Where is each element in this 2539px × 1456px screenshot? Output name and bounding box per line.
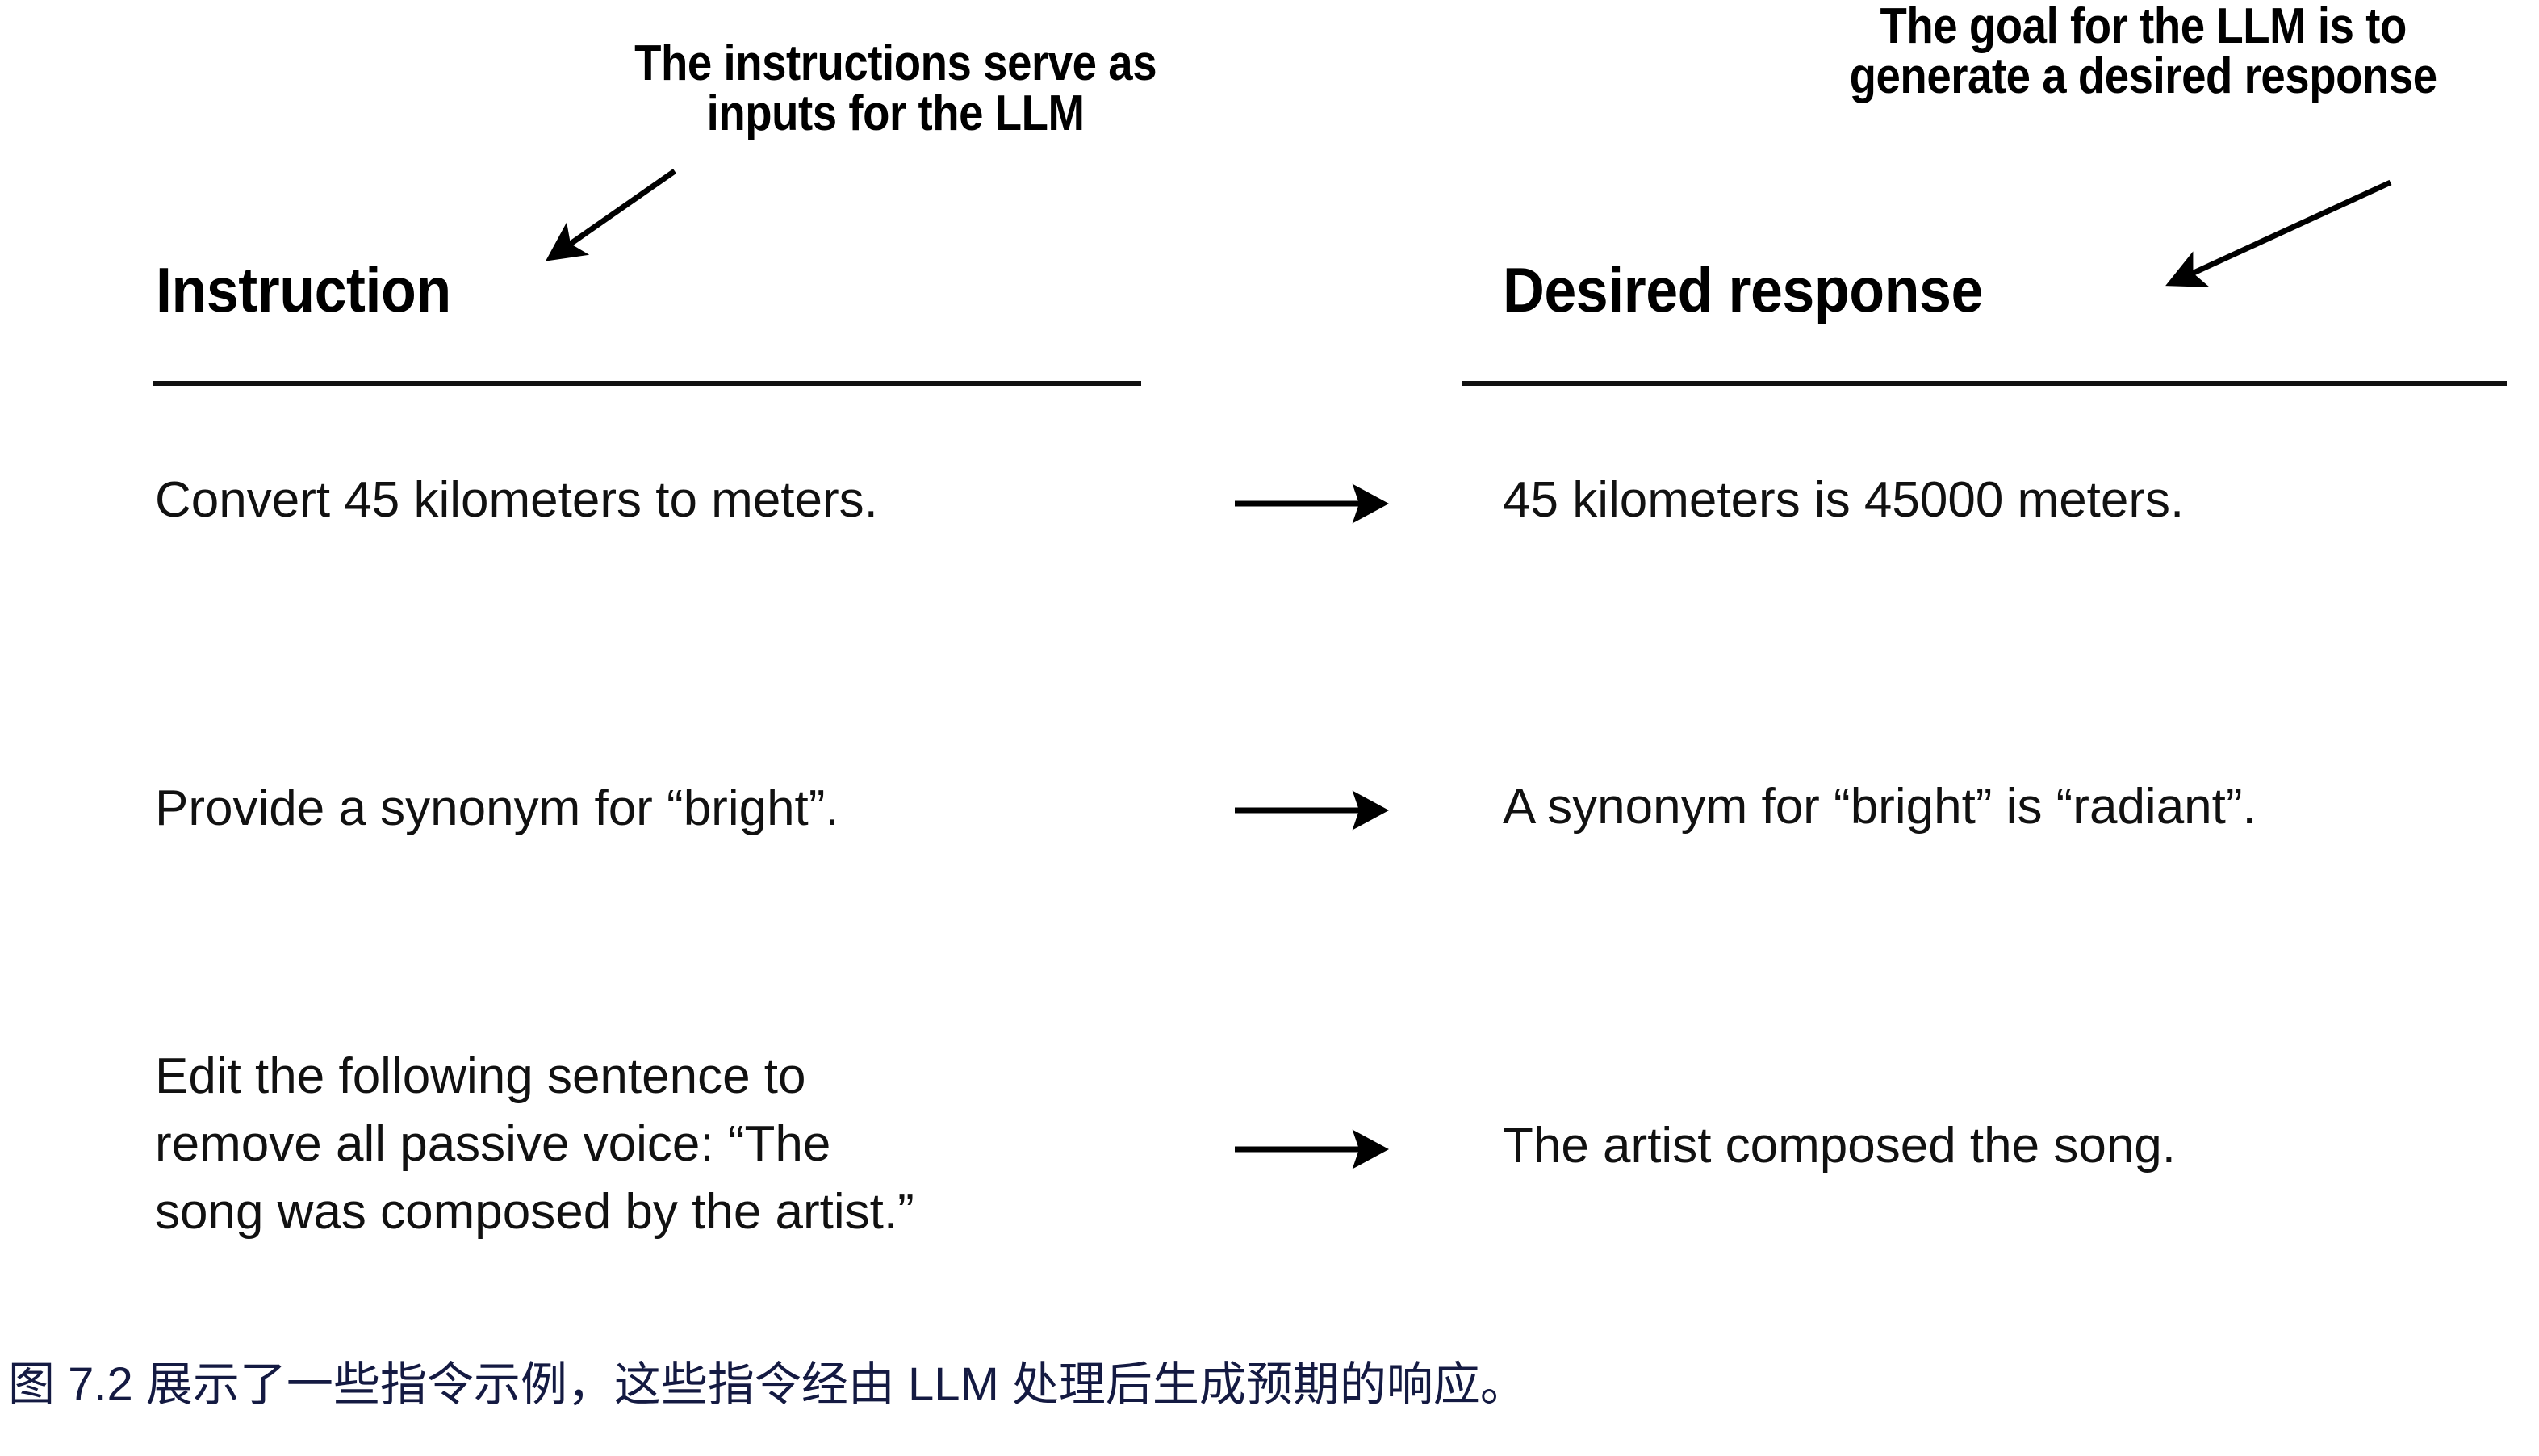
divider-instruction bbox=[153, 381, 1141, 386]
figure-caption: 图 7.2 展示了一些指令示例，这些指令经由 LLM 处理后生成预期的响应。 bbox=[8, 1358, 1527, 1411]
response-cell-1: 45 kilometers is 45000 meters. bbox=[1503, 472, 2185, 528]
callout-arrow-right-icon bbox=[2165, 179, 2392, 287]
response-cell-2: A synonym for “bright” is “radiant”. bbox=[1503, 779, 2257, 835]
mapping-arrow-icon-2 bbox=[1235, 790, 1390, 831]
annotation-right: The goal for the LLM is to generate a de… bbox=[1850, 2, 2437, 102]
annotation-right-line-1: The goal for the LLM is to bbox=[1880, 0, 2407, 54]
divider-desired-response bbox=[1462, 381, 2507, 386]
annotation-left-line-2: inputs for the LLM bbox=[706, 86, 1085, 141]
response-cell-3: The artist composed the song. bbox=[1503, 1118, 2177, 1174]
callout-arrow-left-icon bbox=[545, 169, 677, 261]
annotation-left-line-1: The instructions serve as bbox=[634, 36, 1157, 91]
annotation-right-line-2: generate a desired response bbox=[1849, 48, 2437, 104]
instruction-cell-2: Provide a synonym for “bright”. bbox=[155, 780, 839, 836]
instruction-cell-3: Edit the following sentence to remove al… bbox=[155, 1048, 914, 1240]
column-heading-desired-response: Desired response bbox=[1503, 254, 1983, 325]
mapping-arrow-icon-1 bbox=[1235, 483, 1390, 524]
annotation-left: The instructions serve as inputs for the… bbox=[634, 39, 1157, 139]
instruction-cell-1: Convert 45 kilometers to meters. bbox=[155, 472, 878, 528]
column-heading-instruction: Instruction bbox=[156, 254, 451, 325]
mapping-arrow-icon-3 bbox=[1235, 1129, 1390, 1169]
